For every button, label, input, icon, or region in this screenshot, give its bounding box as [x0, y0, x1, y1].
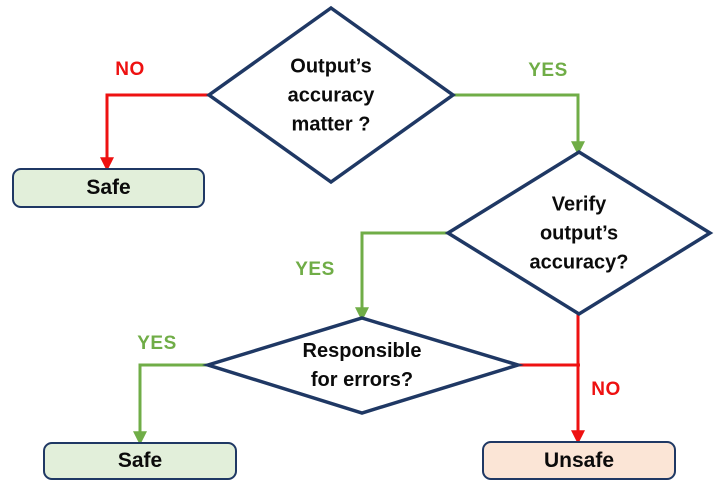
edge-yes-to-safe-bottom	[133, 363, 208, 446]
decision-diamond-responsible-errors	[202, 316, 525, 415]
decision-diamond-accuracy-matter	[205, 5, 457, 185]
edge-no-to-safe-top	[100, 93, 209, 172]
terminal-safe-bottom-label: Safe	[117, 449, 163, 472]
terminal-unsafe: Unsafe	[482, 441, 676, 480]
terminal-unsafe-label: Unsafe	[543, 448, 615, 472]
edge-yes-to-responsible	[355, 231, 448, 322]
terminal-safe-bottom: Safe	[43, 442, 237, 480]
decision-diamond-verify-accuracy	[444, 149, 714, 317]
edge-yes-to-verify	[453, 93, 585, 156]
terminal-safe-top: Safe	[12, 168, 205, 208]
terminal-safe-top-label: Safe	[86, 176, 131, 199]
